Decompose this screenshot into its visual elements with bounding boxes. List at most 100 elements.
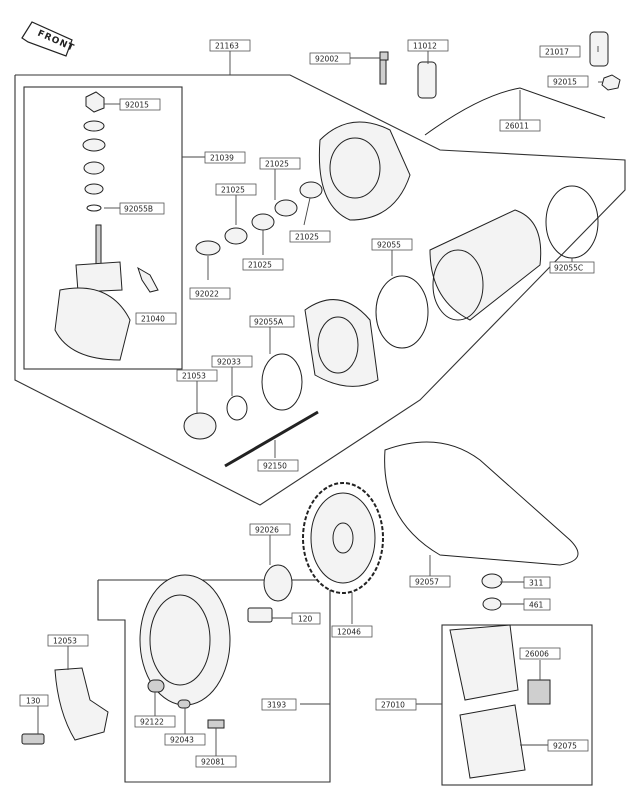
part-label-92015-top: 92015	[547, 75, 589, 88]
svg-text:92057: 92057	[415, 578, 439, 587]
svg-text:21039: 21039	[210, 154, 234, 163]
part-label-130: 130	[19, 694, 49, 707]
bracket-12053	[21, 667, 109, 745]
svg-text:21040: 21040	[141, 315, 165, 324]
part-label-26011: 26011	[499, 119, 541, 132]
bolt-92002	[379, 51, 389, 61]
washer-461	[482, 597, 502, 611]
svg-text:21163: 21163	[215, 42, 239, 51]
washer-92026	[263, 564, 293, 602]
part-label-21025-b: 21025	[215, 183, 257, 196]
svg-text:92026: 92026	[255, 526, 279, 535]
svg-text:92055B: 92055B	[124, 205, 153, 214]
svg-text:92075: 92075	[553, 742, 577, 751]
o-ring-92055c	[545, 185, 599, 259]
svg-text:92002: 92002	[315, 55, 339, 64]
part-label-92002: 92002	[309, 52, 351, 65]
svg-text:92055A: 92055A	[254, 318, 284, 327]
part-label-21040: 21040	[135, 312, 177, 325]
part-label-92055c: 92055C	[549, 261, 595, 274]
part-label-92055: 92055	[371, 238, 413, 251]
part-label-92043: 92043	[164, 733, 206, 746]
leader-lines	[37, 46, 603, 756]
svg-text:92043: 92043	[170, 736, 194, 745]
part-label-21039: 21039	[204, 151, 246, 164]
o-ring-92055	[375, 275, 429, 349]
part-label-12046: 12046	[331, 625, 373, 638]
through-bolt-92150	[224, 410, 319, 468]
svg-text:12053: 12053	[53, 637, 77, 646]
svg-text:92022: 92022	[195, 290, 219, 299]
svg-text:21025: 21025	[265, 160, 289, 169]
part-label-21053: 21053	[176, 369, 218, 382]
svg-text:311: 311	[529, 579, 544, 588]
svg-text:27010: 27010	[381, 701, 405, 710]
cap-11012	[417, 61, 437, 99]
svg-text:26011: 26011	[505, 122, 529, 131]
front-bracket-part	[304, 299, 379, 387]
svg-text:21053: 21053	[182, 372, 206, 381]
cable-26011	[424, 87, 606, 136]
part-label-92055b: 92055B	[119, 202, 165, 215]
part-label-92026: 92026	[249, 523, 291, 536]
svg-text:21017: 21017	[545, 48, 569, 57]
relay-parts	[449, 624, 551, 779]
front-direction-badge: FRONT	[21, 21, 76, 57]
svg-text:26006: 26006	[525, 650, 549, 659]
svg-text:130: 130	[26, 697, 41, 706]
svg-text:21025: 21025	[248, 261, 272, 270]
part-label-461: 461	[523, 598, 551, 611]
part-label-21025-d: 21025	[242, 258, 284, 271]
part-label-3193: 3193	[261, 698, 297, 711]
svg-text:11012: 11012	[413, 42, 437, 51]
svg-text:92081: 92081	[201, 758, 225, 767]
part-label-92015-left: 92015	[119, 98, 161, 111]
part-label-311: 311	[523, 576, 551, 589]
chain-92057	[384, 441, 579, 566]
svg-text:92055: 92055	[377, 241, 401, 250]
part-label-21163: 21163	[209, 39, 251, 52]
part-label-21025-c: 21025	[289, 230, 331, 243]
rear-bracket-part	[318, 59, 411, 221]
part-label-92055a: 92055A	[249, 315, 295, 328]
nut-92015	[601, 74, 621, 91]
motor-yoke-part	[429, 209, 542, 321]
part-label-26006: 26006	[519, 647, 561, 660]
part-label-21025-a: 21025	[259, 157, 301, 170]
part-label-27010: 27010	[375, 698, 417, 711]
svg-text:461: 461	[529, 601, 544, 610]
starter-assembly-frame	[14, 74, 626, 506]
part-label-21017: 21017	[539, 45, 581, 58]
svg-text:92033: 92033	[217, 358, 241, 367]
gear-part-21053	[183, 412, 217, 440]
svg-text:120: 120	[298, 615, 313, 624]
circlip-92033	[226, 395, 248, 421]
cap-21017	[589, 31, 609, 67]
brush-stack-parts	[54, 91, 159, 361]
svg-text:3193: 3193	[267, 701, 286, 710]
bolt-120	[247, 607, 273, 623]
part-label-120: 120	[291, 612, 321, 625]
sprocket-12046	[302, 482, 384, 594]
nut-311	[481, 573, 503, 589]
svg-text:12046: 12046	[337, 628, 361, 637]
brush-holder-frame	[23, 86, 183, 370]
part-label-92033: 92033	[211, 355, 253, 368]
washer-parts	[195, 181, 323, 256]
part-label-92081: 92081	[195, 755, 237, 768]
part-label-92022: 92022	[189, 287, 231, 300]
svg-text:21025: 21025	[295, 233, 319, 242]
clutch-housing-part	[139, 574, 231, 729]
svg-text:92150: 92150	[263, 462, 287, 471]
part-label-92122: 92122	[134, 715, 176, 728]
part-label-11012: 11012	[407, 39, 449, 52]
relay-assembly-frame	[441, 624, 593, 786]
part-label-92057: 92057	[409, 575, 451, 588]
part-label-92150: 92150	[257, 459, 299, 472]
o-ring-92055a	[261, 353, 303, 411]
svg-text:21025: 21025	[221, 186, 245, 195]
part-label-92075: 92075	[547, 739, 589, 752]
svg-text:92055C: 92055C	[554, 264, 583, 273]
svg-text:92015: 92015	[553, 78, 577, 87]
